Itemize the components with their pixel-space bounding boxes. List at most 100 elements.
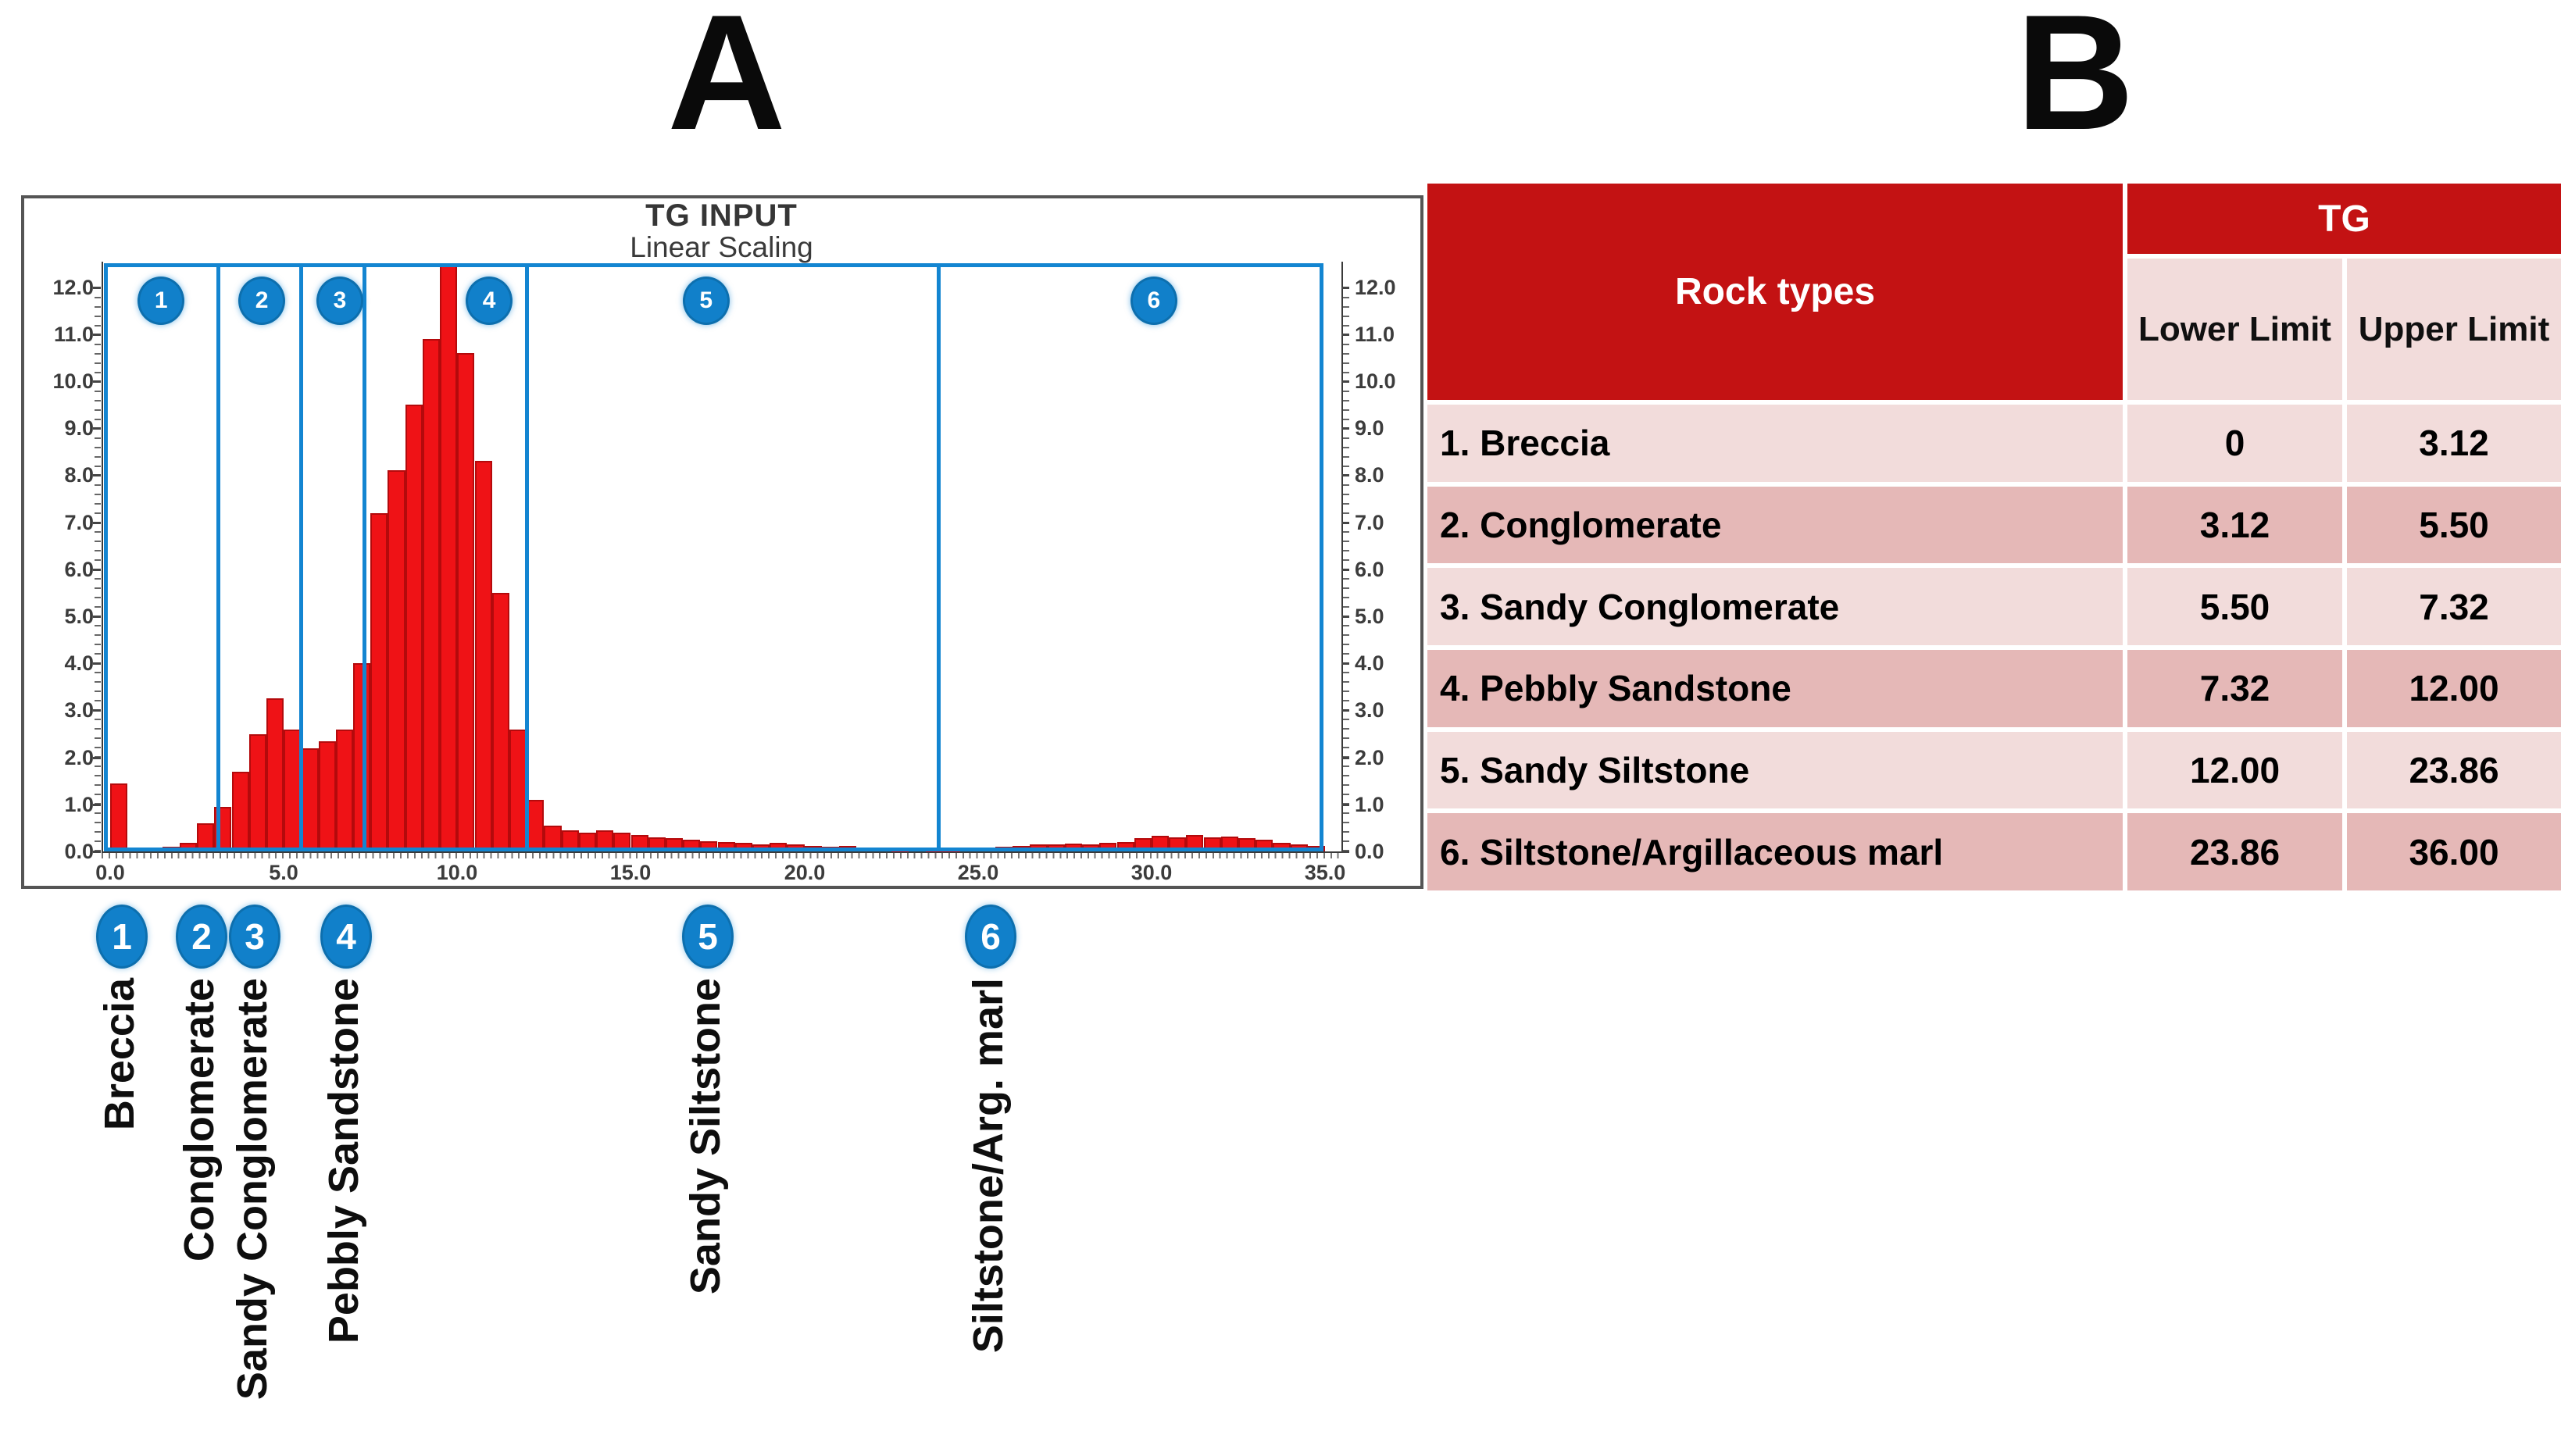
rock-type-marker-badge: 1	[96, 905, 148, 969]
region-boundary-line	[216, 263, 221, 851]
y-axis-right	[1341, 262, 1343, 851]
rock-type-label-wrap: Conglomerate	[174, 978, 224, 1456]
y-major-tick	[1341, 709, 1349, 712]
y-tick-label-right: 11.0	[1355, 323, 1395, 346]
table-header-rock-types: Rock types	[1427, 184, 2123, 400]
y-major-tick	[1341, 427, 1349, 430]
y-major-tick	[1341, 804, 1349, 806]
region-number-badge: 6	[1130, 277, 1177, 325]
y-major-tick	[1341, 380, 1349, 383]
region-number-badge: 4	[466, 277, 513, 325]
region-boundary-line	[362, 263, 366, 851]
y-major-tick	[93, 757, 101, 759]
table-row-upper-limit: 36.00	[2347, 813, 2561, 890]
panel-a-title: A	[667, 0, 786, 164]
table-row-lower-limit: 5.50	[2127, 568, 2342, 645]
y-major-tick	[93, 662, 101, 665]
y-major-tick	[93, 569, 101, 571]
y-tick-label-right: 8.0	[1355, 463, 1384, 487]
x-tick-label: 10.0	[436, 861, 478, 884]
x-tick-label: 0.0	[95, 861, 125, 884]
y-tick-label-left: 0.0	[64, 840, 94, 863]
rock-type-marker-badge: 4	[320, 905, 372, 969]
table-row-rock-name: 6. Siltstone/Argillaceous marl	[1427, 813, 2123, 890]
region-number-badge: 3	[316, 277, 364, 325]
y-tick-label-left: 12.0	[52, 276, 94, 299]
x-tick-label: 25.0	[957, 861, 999, 884]
rock-type-label: Sandy Siltstone	[682, 978, 729, 1295]
rock-type-label: Sandy Conglomerate	[229, 978, 276, 1401]
rock-type-label: Breccia	[96, 978, 143, 1131]
y-tick-label-left: 8.0	[64, 463, 94, 487]
table-row-rock-name: 3. Sandy Conglomerate	[1427, 568, 2123, 645]
y-tick-label-left: 9.0	[64, 416, 94, 440]
table-header-tg: TG	[2127, 184, 2561, 254]
table-row-rock-name: 5. Sandy Siltstone	[1427, 731, 2123, 809]
y-tick-label-right: 2.0	[1355, 746, 1384, 769]
table-row-upper-limit: 7.32	[2347, 568, 2561, 645]
y-major-tick	[93, 427, 101, 430]
region-boundary-line	[524, 263, 529, 851]
y-major-tick	[93, 522, 101, 524]
y-tick-label-right: 9.0	[1355, 416, 1384, 440]
y-major-tick	[1341, 474, 1349, 476]
table-row-upper-limit: 12.00	[2347, 649, 2561, 727]
y-tick-label-left: 1.0	[64, 793, 94, 816]
region-boundary-line	[298, 263, 303, 851]
region-boundary-line	[936, 263, 941, 851]
y-major-tick	[1341, 569, 1349, 571]
y-major-tick	[1341, 757, 1349, 759]
x-tick-label: 5.0	[269, 861, 298, 884]
rock-type-label: Pebbly Sandstone	[320, 978, 367, 1344]
x-tick-label: 30.0	[1130, 861, 1173, 884]
region-number-badge: 2	[238, 277, 286, 325]
table-row-lower-limit: 3.12	[2127, 486, 2342, 564]
rock-type-marker-badge: 6	[965, 905, 1016, 969]
y-tick-label-right: 10.0	[1355, 369, 1396, 393]
y-tick-label-right: 1.0	[1355, 793, 1384, 816]
y-major-tick	[93, 474, 101, 476]
chart-title: TG INPUT	[645, 198, 798, 233]
rock-type-marker-badge: 3	[229, 905, 280, 969]
rock-type-label-wrap: Sandy Conglomerate	[227, 978, 277, 1456]
table-row-upper-limit: 3.12	[2347, 405, 2561, 482]
table-row-rock-name: 4. Pebbly Sandstone	[1427, 649, 2123, 727]
chart-subtitle: Linear Scaling	[630, 231, 813, 263]
y-major-tick	[93, 616, 101, 618]
rock-type-label-wrap: Sandy Siltstone	[680, 978, 730, 1456]
rock-type-label-wrap: Siltstone/Arg. marl	[963, 978, 1013, 1456]
table-row-lower-limit: 7.32	[2127, 649, 2342, 727]
y-major-tick	[1341, 616, 1349, 618]
table-row-lower-limit: 23.86	[2127, 813, 2342, 890]
table-row-rock-name: 2. Conglomerate	[1427, 486, 2123, 564]
x-tick-label: 35.0	[1304, 861, 1346, 884]
rock-type-marker-badge: 2	[176, 905, 227, 969]
y-tick-label-right: 6.0	[1355, 558, 1384, 581]
rock-types-table: Rock types TG Lower Limit Upper Limit 1.…	[1427, 184, 2561, 890]
y-tick-label-right: 0.0	[1355, 840, 1384, 863]
y-major-tick	[1341, 662, 1349, 665]
y-tick-label-right: 5.0	[1355, 605, 1384, 628]
x-axis	[102, 851, 1343, 853]
table-row-upper-limit: 5.50	[2347, 486, 2561, 564]
y-tick-label-left: 7.0	[64, 511, 94, 534]
y-major-tick	[1341, 522, 1349, 524]
y-tick-label-right: 3.0	[1355, 698, 1384, 722]
y-tick-label-right: 4.0	[1355, 651, 1384, 675]
y-tick-label-left: 2.0	[64, 746, 94, 769]
region-number-badge: 1	[138, 277, 185, 325]
y-tick-label-left: 3.0	[64, 698, 94, 722]
y-major-tick	[93, 851, 101, 853]
y-tick-label-left: 5.0	[64, 605, 94, 628]
y-major-tick	[93, 334, 101, 336]
y-tick-label-right: 12.0	[1355, 276, 1396, 299]
y-axis-left	[102, 262, 103, 851]
y-major-tick	[1341, 287, 1349, 289]
rock-type-label: Conglomerate	[176, 978, 223, 1262]
x-tick-label: 20.0	[784, 861, 826, 884]
y-tick-label-left: 6.0	[64, 558, 94, 581]
y-major-tick	[93, 804, 101, 806]
rock-type-label-wrap: Pebbly Sandstone	[319, 978, 369, 1456]
